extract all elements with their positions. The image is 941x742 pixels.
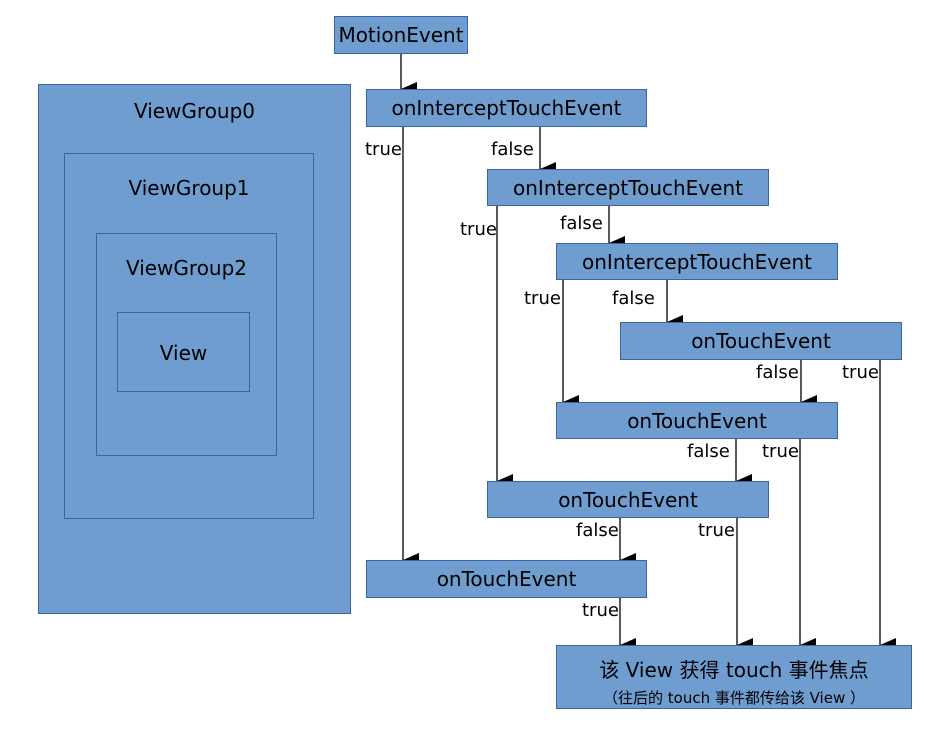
motion-event-box: MotionEvent	[334, 16, 468, 54]
edge-label-vg0-touch-true: true	[582, 600, 619, 621]
edge-label-vg1-intercept-false: false	[560, 213, 603, 234]
edge-label-vg0-intercept-false: false	[491, 139, 534, 160]
motion-event-label: MotionEvent	[338, 23, 464, 47]
edge-label-vg2-touch-false: false	[687, 441, 730, 462]
final-focus-title: 该 View 获得 touch 事件焦点	[599, 658, 869, 682]
vg2-intercept-label: onInterceptTouchEvent	[582, 249, 812, 274]
final-focus-subtitle: （往后的 touch 事件都传给该 View ）	[603, 689, 865, 707]
vg1-intercept-label: onInterceptTouchEvent	[513, 175, 743, 200]
vg2-intercept-box: onInterceptTouchEvent	[556, 243, 838, 280]
vg0-intercept-label: onInterceptTouchEvent	[391, 96, 622, 120]
vg2-touch-label: onTouchEvent	[627, 408, 767, 433]
edge-label-vg1-intercept-true: true	[460, 219, 497, 240]
viewgroup0-label: ViewGroup0	[133, 99, 256, 123]
vg1-intercept-box: onInterceptTouchEvent	[487, 169, 769, 206]
viewgroup2-label: ViewGroup2	[125, 256, 248, 280]
vg1-touch-label: onTouchEvent	[558, 487, 698, 512]
view-touch-label: onTouchEvent	[691, 329, 831, 353]
view-box: View	[117, 312, 250, 392]
edge-label-vg2-intercept-false: false	[612, 288, 655, 309]
view-touch-box: onTouchEvent	[620, 322, 902, 360]
viewgroup1-label: ViewGroup1	[128, 176, 250, 200]
edge-label-vg2-intercept-true: true	[524, 288, 561, 309]
edge-label-view-touch-false: false	[756, 362, 799, 383]
edge-label-vg0-intercept-true: true	[365, 139, 402, 160]
vg1-touch-box: onTouchEvent	[487, 481, 769, 518]
final-focus-box: 该 View 获得 touch 事件焦点 （往后的 touch 事件都传给该 V…	[556, 645, 912, 709]
view-label: View	[159, 341, 208, 365]
vg0-touch-label: onTouchEvent	[436, 567, 577, 591]
vg0-intercept-box: onInterceptTouchEvent	[366, 89, 647, 127]
edge-label-view-touch-true: true	[842, 362, 879, 383]
vg0-touch-box: onTouchEvent	[366, 560, 647, 598]
edge-label-vg1-touch-false: false	[576, 520, 619, 541]
vg2-touch-box: onTouchEvent	[556, 402, 838, 439]
edge-label-vg1-touch-true: true	[698, 520, 735, 541]
edge-label-vg2-touch-true: true	[762, 441, 799, 462]
